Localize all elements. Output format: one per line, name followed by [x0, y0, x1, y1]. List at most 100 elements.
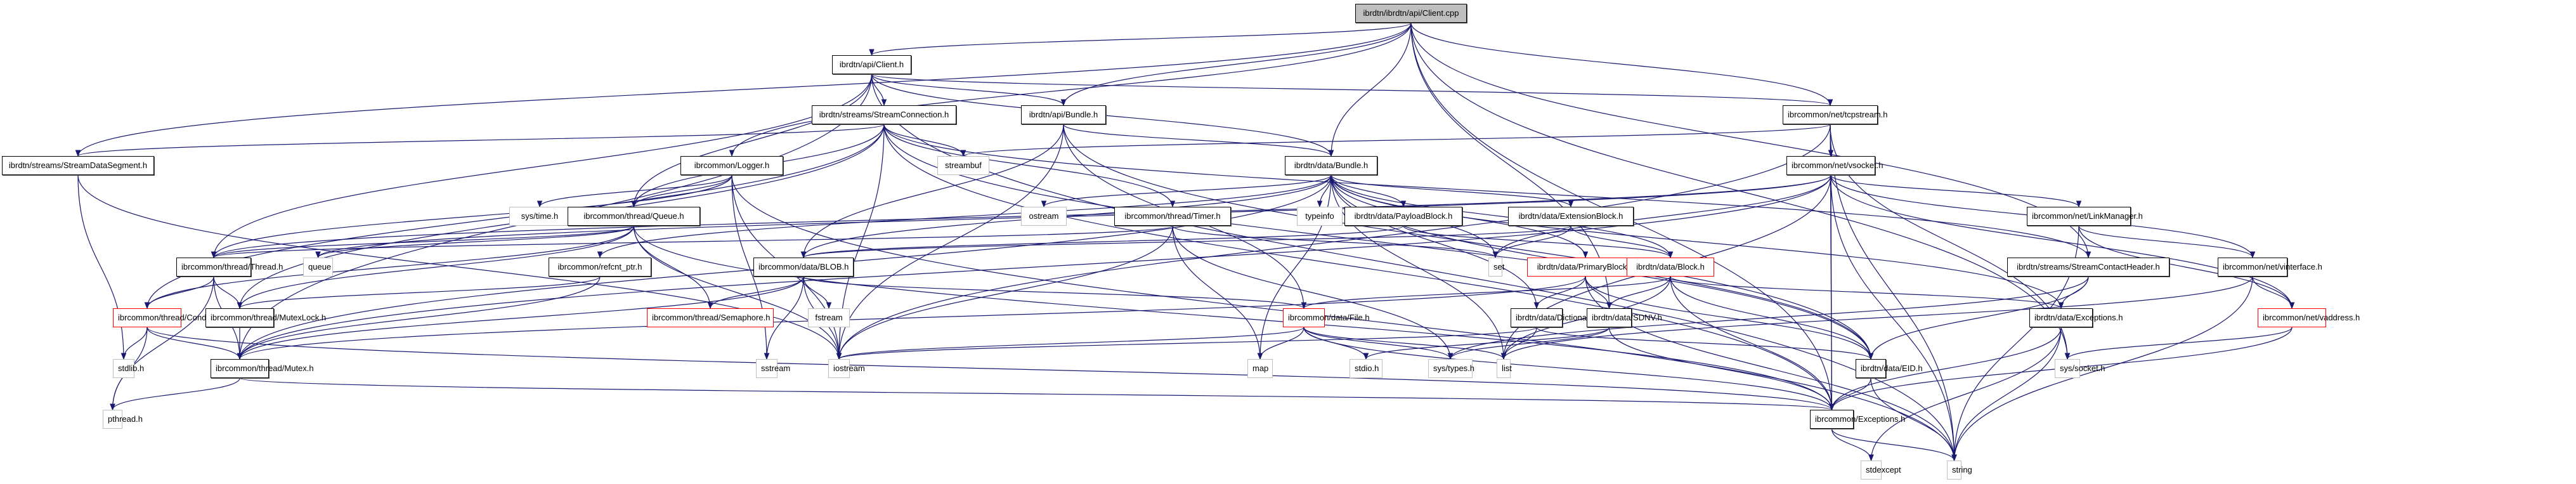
- edge-client_cpp-to-logger: [729, 22, 1412, 157]
- node-logger[interactable]: ibrcommon/Logger.h: [680, 156, 783, 175]
- node-queue[interactable]: queue: [303, 258, 333, 277]
- edge-extensionblock-to-set: [1492, 225, 1571, 259]
- edge-vinterface-to-vaddress: [2252, 276, 2295, 310]
- node-set[interactable]: set: [1488, 258, 1504, 277]
- node-conditional[interactable]: ibrcommon/thread/Conditional.h: [113, 308, 235, 327]
- edge-streamdataseg-to-iostream: [77, 174, 842, 360]
- node-fstream[interactable]: fstream: [808, 308, 850, 327]
- edge-mutex-to-pthread: [110, 377, 240, 411]
- node-semaphore[interactable]: ibrcommon/thread/Semaphore.h: [647, 308, 774, 327]
- edge-file-to-cexceptions: [1303, 327, 1835, 411]
- node-ibrcommon-exceptions[interactable]: ibrcommon/Exceptions.h: [1810, 410, 1905, 429]
- edge-queue_h-to-iostream: [633, 225, 842, 360]
- edge-client_h-to-api_bundle: [871, 74, 1067, 107]
- node-streambuf[interactable]: streambuf: [937, 156, 989, 175]
- node-eid[interactable]: ibrdtn/data/EID.h: [1856, 359, 1923, 378]
- node-vinterface[interactable]: ibrcommon/net/vinterface.h: [2218, 258, 2322, 277]
- edge-thread-to-mutexlock: [213, 276, 243, 310]
- node-data-exceptions[interactable]: ibrdtn/data/Exceptions.h: [2029, 308, 2123, 327]
- node-thread[interactable]: ibrcommon/thread/Thread.h: [176, 258, 283, 277]
- node-stdexcept[interactable]: stdexcept: [1861, 461, 1901, 480]
- edge-dataexceptions-to-cexceptions: [1829, 327, 2062, 411]
- edge-data_bundle-to-dataexceptions: [1330, 174, 2064, 310]
- edge-logger-to-thread: [211, 174, 732, 259]
- node-timer[interactable]: ibrcommon/thread/Timer.h: [1114, 207, 1231, 226]
- edge-streamconn-to-timer: [883, 124, 1176, 208]
- node-api-bundle[interactable]: ibrdtn/api/Bundle.h: [1021, 105, 1106, 124]
- node-extensionblock[interactable]: ibrdtn/data/ExtensionBlock.h: [1508, 207, 1634, 226]
- node-sdnv[interactable]: ibrdtn/data/SDNV.h: [1587, 308, 1662, 327]
- edge-tcpstream-to-streambuf: [961, 124, 1831, 157]
- edge-streamconn-to-cexceptions: [883, 124, 1835, 411]
- edge-api_bundle-to-eid: [1063, 124, 1874, 360]
- node-queue-h[interactable]: ibrcommon/thread/Queue.h: [568, 207, 700, 226]
- node-payloadblock[interactable]: ibrdtn/data/PayloadBlock.h: [1344, 207, 1462, 226]
- edge-block-to-dataexceptions: [1670, 276, 2064, 310]
- node-pthread[interactable]: pthread.h: [103, 410, 143, 429]
- edge-sdnv-to-systypes: [1447, 327, 1610, 360]
- edge-data_bundle-to-block: [1330, 174, 1674, 259]
- edge-streamdataseg-to-stdlib: [77, 174, 127, 360]
- node-refcnt-ptr[interactable]: ibrcommon/refcnt_ptr.h: [549, 258, 651, 277]
- edge-dataexceptions-to-stdexcept: [1868, 327, 2062, 462]
- edge-data_bundle-to-map: [1257, 174, 1332, 360]
- edge-timer-to-systypes: [1172, 225, 1454, 360]
- node-iostream[interactable]: iostream: [828, 359, 865, 378]
- edge-timer-to-thread: [211, 225, 1173, 259]
- node-list[interactable]: list: [1497, 359, 1512, 378]
- node-linkmanager[interactable]: ibrcommon/net/LinkManager.h: [2027, 207, 2143, 226]
- node-string[interactable]: string: [1947, 461, 1972, 480]
- edge-vinterface-to-string: [1951, 276, 2253, 462]
- edge-client_h-to-queue_h: [631, 74, 873, 208]
- node-map[interactable]: map: [1247, 359, 1273, 378]
- edge-blob-to-sstream: [764, 276, 804, 360]
- node-blob[interactable]: ibrcommon/data/BLOB.h: [753, 258, 854, 277]
- node-tcpstream[interactable]: ibrcommon/net/tcpstream.h: [1783, 105, 1888, 124]
- edge-logger-to-queue_h: [631, 174, 732, 208]
- edge-conditional-to-mutex: [146, 327, 243, 360]
- node-client-h[interactable]: ibrdtn/api/Client.h: [832, 55, 911, 74]
- edge-api_bundle-to-data_bundle: [1063, 124, 1334, 157]
- edge-refcnt-to-mutexlock: [237, 276, 601, 310]
- node-file[interactable]: ibrcommon/data/File.h: [1283, 308, 1370, 327]
- edge-tcpstream-to-string: [1830, 124, 1957, 462]
- edge-data_bundle-to-ostream: [1041, 174, 1332, 208]
- node-mutexlock[interactable]: ibrcommon/thread/MutexLock.h: [205, 308, 326, 327]
- node-typeinfo[interactable]: typeinfo: [1297, 207, 1343, 226]
- edge-primaryblock-to-dictionary: [1533, 276, 1586, 310]
- node-sys-socket[interactable]: sys/socket.h: [2055, 359, 2105, 378]
- node-vaddress[interactable]: ibrcommon/net/vaddress.h: [2258, 308, 2360, 327]
- edge-block-to-file: [1301, 276, 1671, 310]
- edge-linkmanager-to-vaddress: [2078, 225, 2295, 310]
- node-streamdatasegment[interactable]: ibrdtn/streams/StreamDataSegment.h: [2, 156, 154, 175]
- node-sys-time[interactable]: sys/time.h: [509, 207, 570, 226]
- node-block[interactable]: ibrdtn/data/Block.h: [1627, 258, 1714, 277]
- node-mutex[interactable]: ibrcommon/thread/Mutex.h: [211, 359, 314, 378]
- edge-block-to-sdnv: [1606, 276, 1671, 310]
- node-primaryblock[interactable]: ibrdtn/data/PrimaryBlock.h: [1527, 258, 1644, 277]
- node-stdlib[interactable]: stdlib.h: [113, 359, 144, 378]
- edge-timer-to-iostream: [836, 225, 1173, 360]
- node-stdio[interactable]: stdio.h: [1350, 359, 1382, 378]
- edge-file-to-list: [1303, 327, 1507, 360]
- node-vsocket[interactable]: ibrcommon/net/vsocket.h: [1786, 156, 1883, 175]
- node-dictionary[interactable]: ibrdtn/data/Dictionary.h: [1511, 308, 1600, 327]
- edge-client_h-to-tcpstream: [871, 74, 1833, 107]
- node-streamcontactheader[interactable]: ibrdtn/streams/StreamContactHeader.h: [2007, 258, 2169, 277]
- edge-file-to-map: [1257, 327, 1304, 360]
- node-ostream[interactable]: ostream: [1021, 207, 1067, 226]
- node-data-bundle[interactable]: ibrdtn/data/Bundle.h: [1285, 156, 1377, 175]
- node-client-cpp[interactable]: ibrdtn/ibrdtn/api/Client.cpp: [1355, 4, 1467, 23]
- node-streamconnection[interactable]: ibrdtn/streams/StreamConnection.h: [812, 105, 956, 124]
- edge-dictionary-to-eid: [1536, 327, 1874, 360]
- edge-streamconn-to-contactheader: [883, 124, 2091, 259]
- edge-payloadblock-to-block: [1403, 225, 1674, 259]
- edge-vsocket-to-cexceptions: [1829, 174, 1835, 411]
- node-sys-types[interactable]: sys/types.h: [1428, 359, 1474, 378]
- node-sstream[interactable]: sstream: [756, 359, 790, 378]
- edge-client_cpp-to-client_h: [869, 22, 1412, 56]
- edge-thread-to-conditional: [144, 276, 214, 310]
- edge-dictionary-to-iostream: [836, 327, 1537, 360]
